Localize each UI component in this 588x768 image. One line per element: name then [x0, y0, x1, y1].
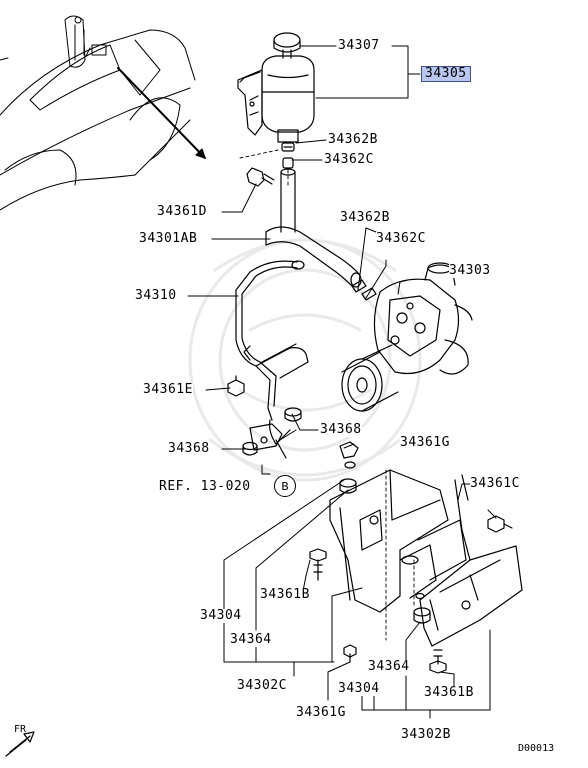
part-label-34368-left: 34368 [168, 441, 210, 456]
guide-lines [239, 149, 415, 641]
part-label-34302C: 34302C [237, 678, 287, 693]
diagram-code: D00013 [518, 742, 555, 756]
mounting-bracket-34302B [419, 474, 523, 647]
part-label-34304-right: 34304 [338, 681, 380, 696]
hose-clamps-mid [351, 279, 377, 301]
part-label-34364-left: 34364 [230, 632, 272, 647]
part-label-34305: 34305 [421, 66, 471, 82]
part-label-34307: 34307 [338, 38, 380, 53]
part-label-34362C-top: 34362C [324, 152, 374, 167]
bolt-34361E [227, 375, 245, 397]
mounting-bracket-34302C [329, 469, 467, 613]
pressure-tube-34310 [235, 260, 309, 445]
bolt-34361G-top [339, 441, 359, 459]
part-label-34361B-left: 34361B [260, 587, 310, 602]
part-label-34368-right: 34368 [320, 422, 362, 437]
grommet-34364-right [413, 592, 431, 624]
part-label-34301AB: 34301AB [139, 231, 198, 246]
part-label-34361G-top: 34361G [400, 435, 450, 450]
bolt-34361G-bottom [343, 644, 357, 663]
power-steering-pump [341, 262, 473, 412]
part-label-34362B-mid: 34362B [340, 210, 390, 225]
front-direction-arrow [5, 731, 35, 757]
hose-clamps-top [281, 142, 295, 169]
leader-lines [187, 45, 497, 719]
bolt-34361D [246, 167, 275, 187]
reservoir [237, 32, 315, 143]
bolt-34361B-left [309, 548, 327, 581]
reference-label: REF. 13-020 [159, 479, 251, 494]
tube-bracket [249, 423, 287, 459]
part-label-34303: 34303 [449, 263, 491, 278]
part-label-34310: 34310 [135, 288, 177, 303]
part-label-34362B-top: 34362B [328, 132, 378, 147]
reference-circle-b: B [274, 475, 296, 497]
part-label-34364-right: 34364 [368, 659, 410, 674]
part-label-34361G-bottom: 34361G [296, 705, 346, 720]
part-label-34361E: 34361E [143, 382, 193, 397]
part-label-34304-left: 34304 [200, 608, 242, 623]
part-label-34361D: 34361D [157, 204, 207, 219]
watermark-emblem [188, 238, 422, 482]
part-label-34302B: 34302B [401, 727, 451, 742]
part-label-34361C: 34361C [470, 476, 520, 491]
grommet-34368-left [242, 441, 258, 456]
location-arrow [117, 67, 206, 159]
part-label-34362C-mid: 34362C [376, 231, 426, 246]
car-silhouette [0, 15, 196, 211]
front-direction-label: FR [14, 724, 27, 735]
bolt-34361C [487, 515, 513, 533]
bolt-34361B-right [429, 649, 447, 674]
part-label-34361B-right: 34361B [424, 685, 474, 700]
